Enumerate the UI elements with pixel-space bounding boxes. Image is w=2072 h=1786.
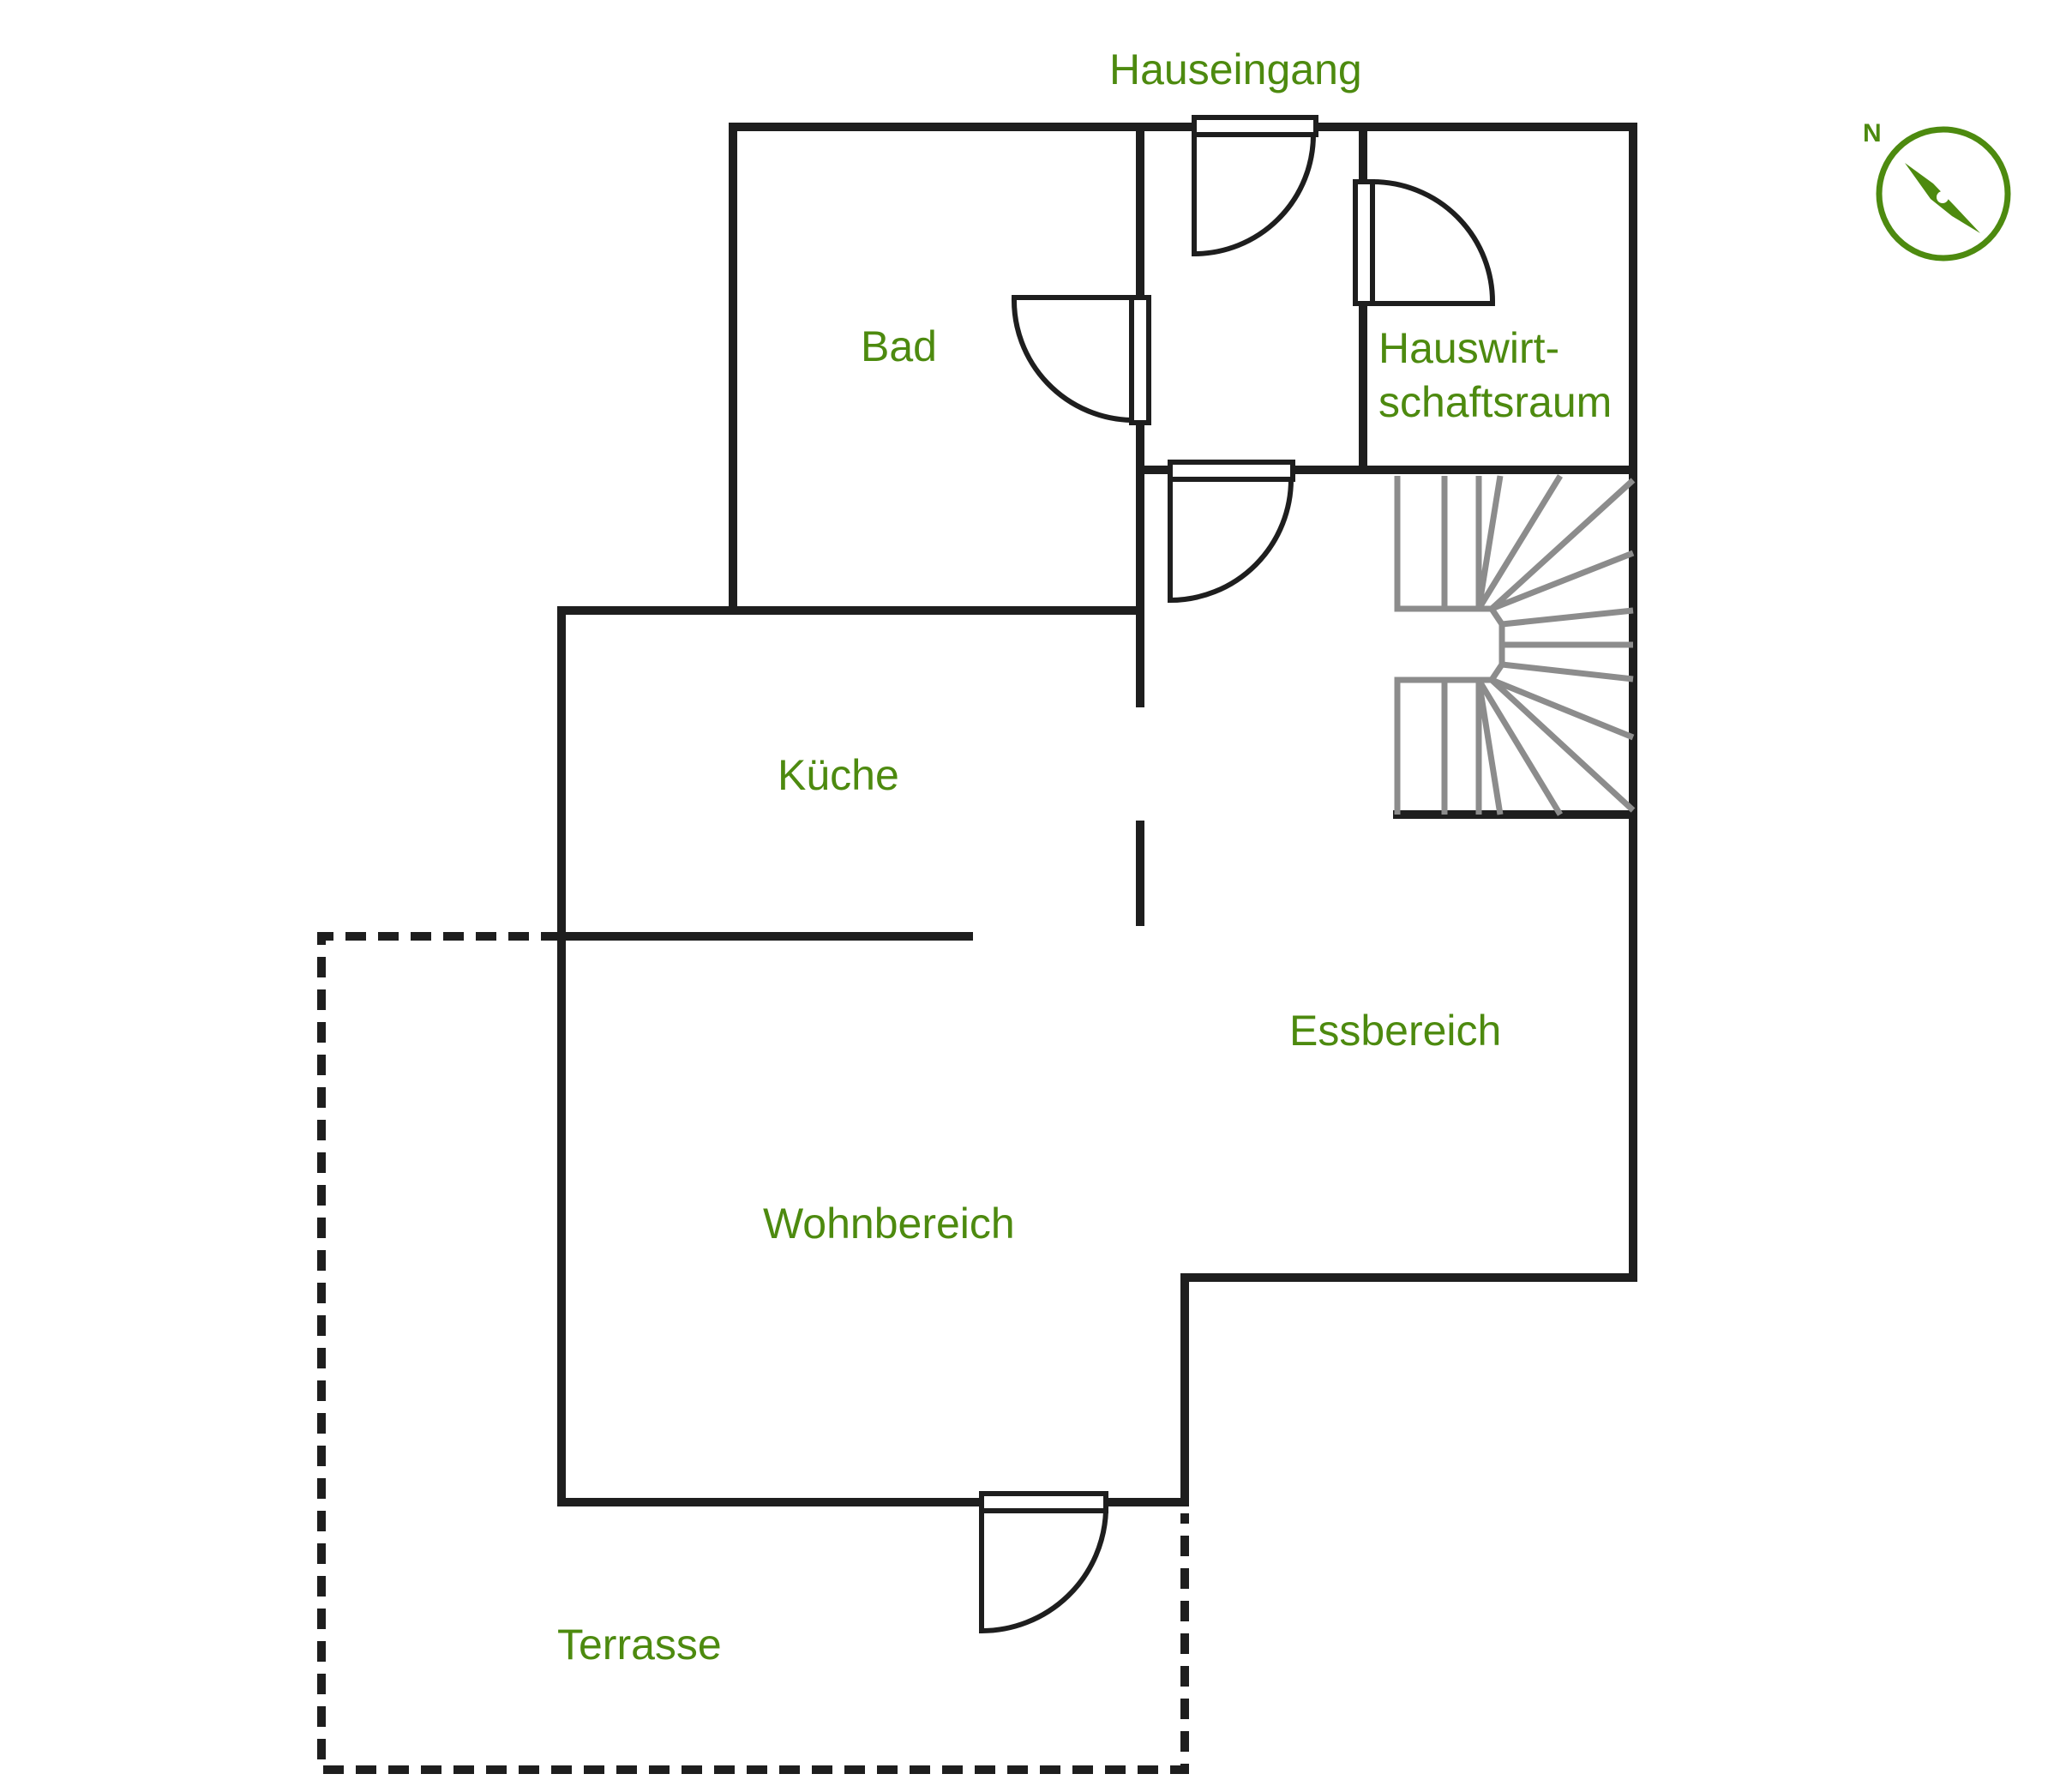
compass-icon <box>1876 126 2011 262</box>
door-utility <box>1353 179 1496 306</box>
door-hallway <box>1168 460 1295 604</box>
door-bath <box>1011 295 1151 425</box>
room-label-utility-line2: schaftsraum <box>1378 377 1613 426</box>
room-label-living: Wohnbereich <box>763 1200 1015 1248</box>
room-label-utility: Hauswirt- schaftsraum <box>1378 322 1612 429</box>
room-label-entrance: Hauseingang <box>1109 45 1362 93</box>
room-label-utility-line1: Hauswirt- <box>1378 324 1560 372</box>
staircase <box>1394 474 1636 816</box>
walls <box>557 123 1637 1506</box>
compass-north-label: N <box>1863 119 1882 147</box>
room-label-bath: Bad <box>861 322 937 370</box>
door-entrance <box>1192 115 1318 257</box>
door-terrace <box>979 1491 1108 1634</box>
room-label-dining: Essbereich <box>1289 1007 1502 1055</box>
room-label-kitchen: Küche <box>778 751 899 799</box>
room-label-terrace: Terrasse <box>557 1621 722 1669</box>
terrace-outline <box>317 932 1189 1774</box>
